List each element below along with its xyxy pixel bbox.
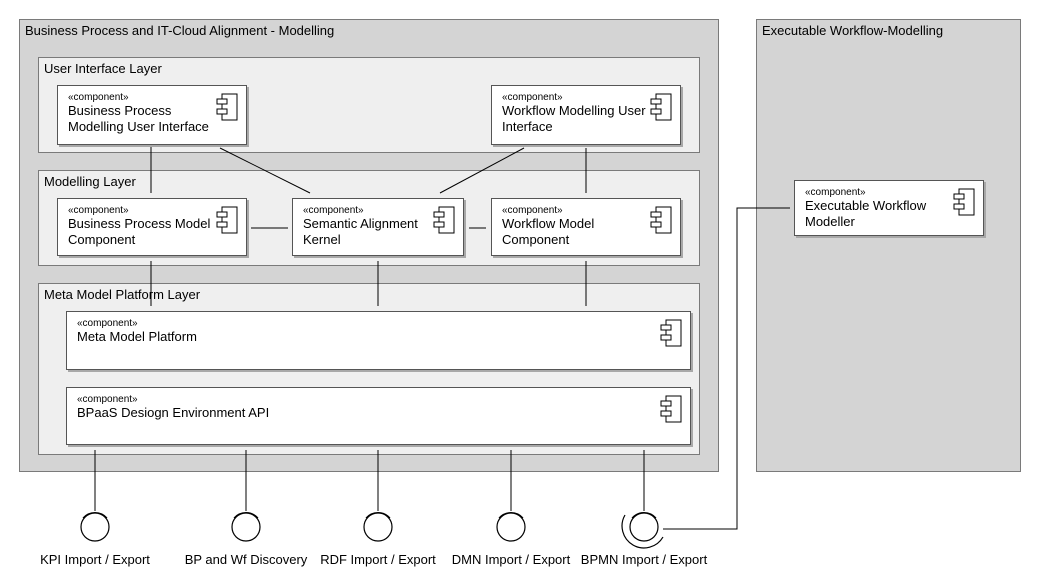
component-stereotype: «component» [805, 187, 866, 198]
component-name: Business Process Model Component [68, 216, 211, 247]
layer-title: Modelling Layer [44, 174, 136, 189]
discovery-interface-icon [231, 512, 261, 542]
package-title: Executable Workflow-Modelling [762, 23, 944, 38]
component-semantic-alignment-kernel[interactable]: «component» Semantic Alignment Kernel [292, 198, 464, 256]
interface-label-discovery: BP and Wf Discovery [184, 552, 308, 567]
component-icon [650, 93, 672, 121]
component-stereotype: «component» [77, 394, 138, 405]
component-stereotype: «component» [502, 205, 563, 216]
component-name: Business Process Modelling User Interfac… [68, 103, 209, 134]
component-icon [650, 206, 672, 234]
interface-label-dmn: DMN Import / Export [451, 552, 571, 567]
component-stereotype: «component» [68, 205, 129, 216]
component-name: Workflow Modelling User Interface [502, 103, 646, 134]
component-name: Semantic Alignment Kernel [303, 216, 418, 247]
component-stereotype: «component» [77, 318, 138, 329]
component-bp-model[interactable]: «component» Business Process Model Compo… [57, 198, 247, 256]
bpmn-interface-icon [629, 512, 659, 542]
package-executable-workflow: Executable Workflow-Modelling [756, 19, 1021, 472]
kpi-interface-icon [80, 512, 110, 542]
interface-label-rdf: RDF Import / Export [320, 552, 436, 567]
component-name: Workflow Model Component [502, 216, 595, 247]
layer-title: User Interface Layer [44, 61, 162, 76]
component-name: Executable Workflow Modeller [805, 198, 927, 229]
component-name: BPaaS Desiogn Environment API [77, 405, 270, 420]
dmn-interface-icon [496, 512, 526, 542]
component-stereotype: «component» [303, 205, 364, 216]
component-wf-modelling-ui[interactable]: «component» Workflow Modelling User Inte… [491, 85, 681, 145]
component-icon [953, 188, 975, 216]
component-stereotype: «component» [68, 92, 129, 103]
component-workflow-model[interactable]: «component» Workflow Model Component [491, 198, 681, 256]
interface-label-bpmn: BPMN Import / Export [580, 552, 708, 567]
component-meta-model-platform[interactable]: «component» Meta Model Platform [66, 311, 691, 370]
component-stereotype: «component» [502, 92, 563, 103]
component-name: Meta Model Platform [77, 329, 197, 344]
rdf-interface-icon [363, 512, 393, 542]
component-executable-workflow-modeller[interactable]: «component» Executable Workflow Modeller [794, 180, 984, 236]
component-bpaas-design-env-api[interactable]: «component» BPaaS Desiogn Environment AP… [66, 387, 691, 445]
component-icon [216, 206, 238, 234]
component-bp-modelling-ui[interactable]: «component» Business Process Modelling U… [57, 85, 247, 145]
interface-label-kpi: KPI Import / Export [40, 552, 150, 567]
component-icon [660, 319, 682, 347]
layer-title: Meta Model Platform Layer [44, 287, 201, 302]
component-icon [433, 206, 455, 234]
component-icon [216, 93, 238, 121]
component-icon [660, 395, 682, 423]
package-title: Business Process and IT-Cloud Alignment … [25, 23, 335, 38]
